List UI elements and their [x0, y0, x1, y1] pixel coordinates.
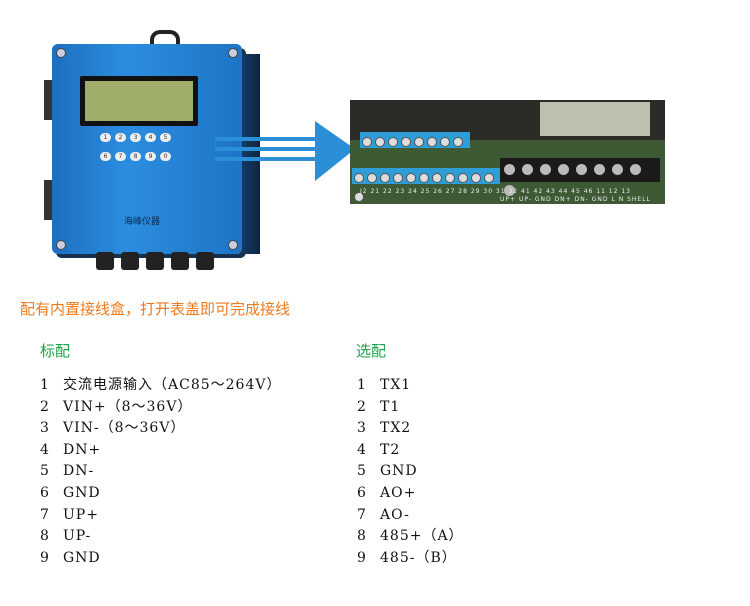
- optional-heading: 选配: [356, 342, 387, 360]
- brand-logo: 海峰仪器: [124, 217, 161, 227]
- power-terminal-block: [500, 158, 660, 196]
- terminal-block-lower: [352, 168, 500, 202]
- terminal-block-upper: [360, 132, 470, 148]
- hanging-handle: [150, 30, 180, 50]
- cable-glands: [96, 252, 221, 274]
- caption-text: 配有内置接线盒，打开表盖即可完成接线: [20, 300, 291, 318]
- side-port: [44, 80, 52, 120]
- terminal-labels: J2 21 22 23 24 25 26 27 28 29 30 31 32 4…: [360, 188, 631, 195]
- side-port: [44, 180, 52, 220]
- lcd-display: [80, 76, 198, 126]
- wiring-terminal-photo: J2 21 22 23 24 25 26 27 28 29 30 31 32 4…: [350, 100, 665, 204]
- terminal-signal-labels: UP+ UP- GND DN+ DN- GND L N SHELL: [500, 196, 651, 203]
- arrow-icon: [215, 121, 355, 181]
- standard-heading: 标配: [40, 342, 71, 360]
